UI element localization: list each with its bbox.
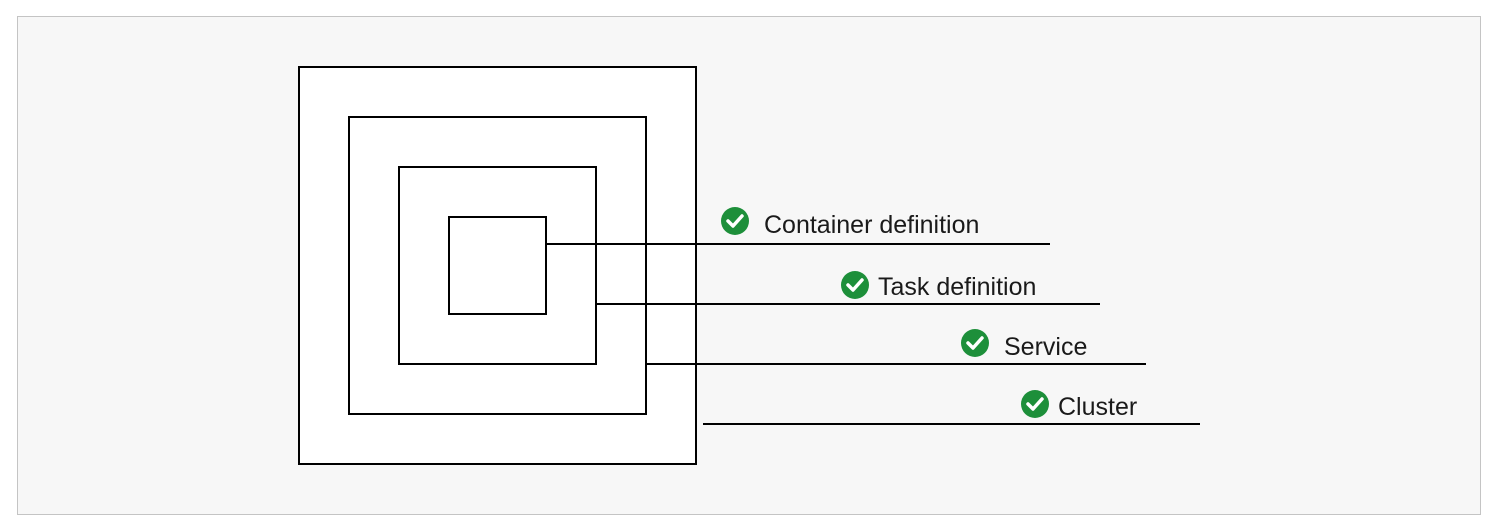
layer-label-service: Service [1004, 333, 1087, 361]
layer-label-container-definition: Container definition [764, 211, 979, 239]
layer-service: Service [961, 329, 1087, 361]
check-circle-icon [1021, 390, 1049, 418]
check-circle-icon [841, 271, 869, 299]
layer-cluster: Cluster [1021, 390, 1137, 421]
connector-lines [547, 243, 1200, 425]
diagram-frame [17, 16, 1481, 515]
check-circle-icon [961, 329, 989, 357]
layer-label-cluster: Cluster [1058, 393, 1137, 421]
layer-label-task-definition: Task definition [878, 273, 1036, 301]
layer-container-definition: Container definition [721, 207, 979, 239]
check-circle-icon [721, 207, 749, 235]
nested-boxes [298, 66, 697, 465]
container-definition-box [448, 216, 547, 315]
layer-task-definition: Task definition [841, 271, 1036, 301]
